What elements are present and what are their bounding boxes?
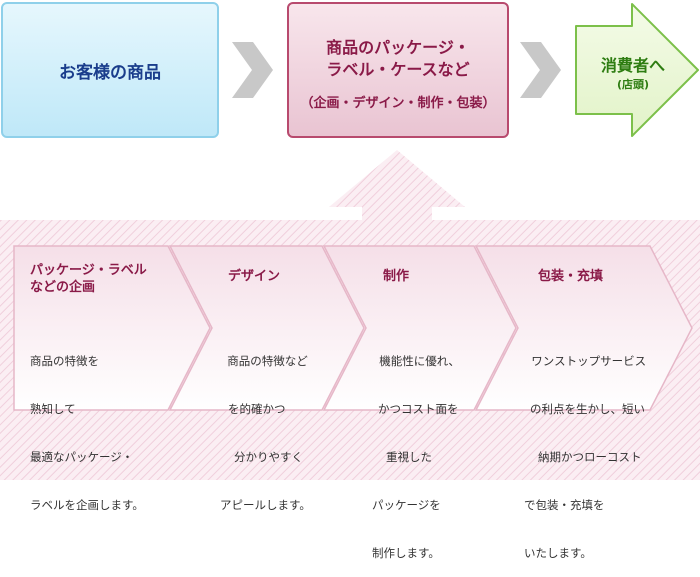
stage-2-desc-line: を的確かつ bbox=[228, 402, 286, 416]
consumer-sublabel: (店頭) bbox=[616, 78, 650, 91]
stage-4-description: ワンストップサービス の利点を生かし、短い 納期かつローコスト で包装・充填を … bbox=[524, 321, 646, 577]
stage-1-title: パッケージ・ラベル などの企画 bbox=[30, 262, 147, 296]
stage-1-desc-line: 商品の特徴を bbox=[30, 354, 99, 368]
stage-4-desc-line: ワンストップサービス bbox=[524, 354, 647, 368]
consumer-label: 消費者へ bbox=[600, 56, 665, 75]
stage-1-desc-line: ラベルを企画します。 bbox=[30, 498, 144, 512]
stage-chevron-3 bbox=[322, 245, 517, 411]
chevron-right-icon-2 bbox=[520, 42, 561, 98]
customer-product-box: お客様の商品 bbox=[1, 2, 219, 138]
stage-3-desc-line: 機能性に優れ、 bbox=[372, 354, 460, 368]
stage-1-title-line: などの企画 bbox=[30, 280, 96, 295]
stage-2-description: 商品の特徴など を的確かつ 分かりやすく アピールします。 bbox=[220, 321, 311, 529]
stage-1-desc-line: 最適なパッケージ・ bbox=[30, 450, 134, 464]
diagram-graphics bbox=[0, 3, 700, 480]
stage-1-desc-line: 熟知して bbox=[30, 402, 76, 416]
stage-3-desc-line: 制作します。 bbox=[372, 546, 440, 560]
stage-chevron-4 bbox=[474, 245, 693, 411]
stage-4-desc-line: で包装・充填を bbox=[524, 498, 605, 512]
package-label-line2: ラベル・ケースなど bbox=[326, 60, 470, 79]
stage-2-title-line: デザイン bbox=[228, 269, 281, 284]
package-label-line3: （企画・デザイン・制作・包装） bbox=[300, 96, 496, 111]
stage-3-desc-line: かつコスト面を bbox=[378, 402, 459, 416]
stage-4-desc-line: 納期かつローコスト bbox=[538, 450, 642, 464]
stage-2-desc-line: 商品の特徴など bbox=[220, 354, 308, 368]
stage-1-title-line: パッケージ・ラベル bbox=[30, 263, 147, 278]
package-box: 商品のパッケージ・ ラベル・ケースなど （企画・デザイン・制作・包装） bbox=[287, 2, 509, 138]
stage-3-title: 制作 bbox=[383, 268, 409, 285]
stage-chevron-1 bbox=[13, 245, 211, 411]
consumer-arrow-icon bbox=[575, 3, 699, 137]
stage-3-title-line: 制作 bbox=[383, 269, 410, 284]
stage-1-description: 商品の特徴を 熟知して 最適なパッケージ・ ラベルを企画します。 bbox=[30, 321, 144, 529]
stage-2-desc-line: アピールします。 bbox=[220, 498, 311, 512]
chevron-right-icon-1 bbox=[232, 42, 273, 98]
stage-4-title: 包装・充填 bbox=[538, 268, 603, 285]
stage-chevron-2 bbox=[168, 245, 365, 411]
customer-product-label: お客様の商品 bbox=[59, 62, 161, 83]
package-label-line1: 商品のパッケージ・ bbox=[326, 38, 470, 57]
stage-4-desc-line: の利点を生かし、短い bbox=[530, 402, 645, 416]
stage-3-desc-line: パッケージを bbox=[372, 498, 441, 512]
stage-2-desc-line: 分かりやすく bbox=[234, 450, 303, 464]
up-arrow-icon bbox=[329, 150, 465, 222]
stage-4-desc-line: いたします。 bbox=[524, 546, 592, 560]
stage-3-desc-line: 重視した bbox=[386, 450, 432, 464]
stage-2-title: デザイン bbox=[228, 268, 280, 285]
stage-3-description: 機能性に優れ、 かつコスト面を 重視した パッケージを 制作します。 bbox=[372, 321, 460, 577]
stage-4-title-line: 包装・充填 bbox=[538, 269, 604, 284]
